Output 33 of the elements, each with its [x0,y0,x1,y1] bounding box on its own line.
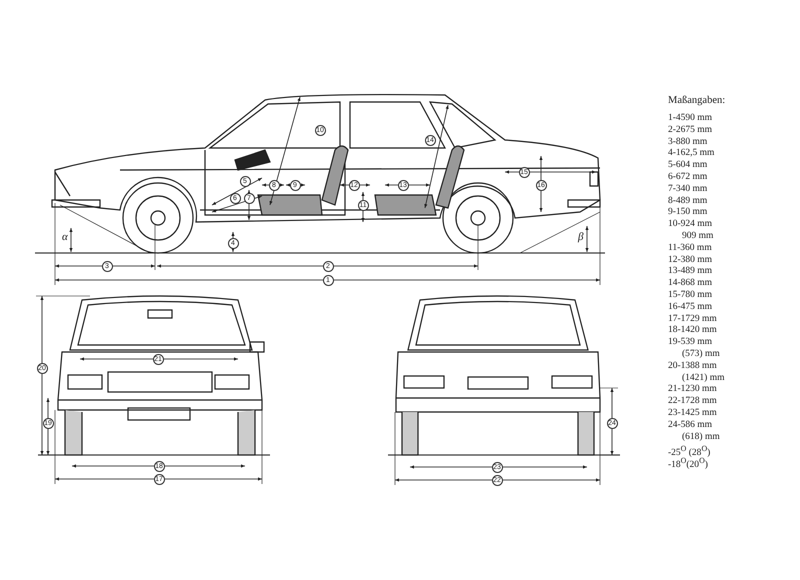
dimension-value: -25$^{O}$ (28$^{O}$) [668,443,710,459]
dimension-value: 6-672 mm [668,172,708,183]
dimension-value: (618) mm [682,432,720,443]
dimension-value: 7-340 mm [668,184,708,195]
dimension-value: 11-360 mm [668,242,712,254]
dimension-value: 22-1728 mm [668,396,717,408]
dimension-value: 2-2675 mm [668,124,712,136]
dimension-value: 16-475 mm [668,302,712,313]
angle-label: α [62,231,68,243]
dimension-value: 15-780 mm [668,290,712,301]
dimension-value: 21-1230 mm [668,384,717,396]
dimension-value: 1-4590 mm [668,113,712,124]
dimension-value: 909 mm [682,231,714,242]
dimension-value: 23-1425 mm [668,408,717,419]
dimension-value: 24-586 mm [668,420,712,431]
dimension-value: 17-1729 mm [668,314,717,325]
dimension-value: -18$^{O}$(20$^{O}$) [668,456,708,472]
dimension-value: 20-1388 mm [668,360,717,372]
dimension-value: 19-539 mm [668,337,712,348]
dimension-value: 13-489 mm [668,266,712,278]
dimension-value: 8-489 mm [668,196,708,207]
dimension-value: 5-604 mm [668,160,708,172]
dimension-value: (573) mm [682,349,720,360]
dimension-value: 9-150 mm [668,207,708,218]
legend-heading: Maßangaben: [668,95,726,106]
dimension-value: 12-380 mm [668,254,712,266]
dimension-value: 3-880 mm [668,136,708,148]
dimension-value: 10-924 mm [668,219,712,230]
dimension-value: 4-162,5 mm [668,148,714,160]
angle-label: β [578,231,584,243]
dimension-value: 14-868 mm [668,278,712,290]
dimension-value: 18-1420 mm [668,325,717,336]
dimension-value: (1421) mm [682,372,724,384]
